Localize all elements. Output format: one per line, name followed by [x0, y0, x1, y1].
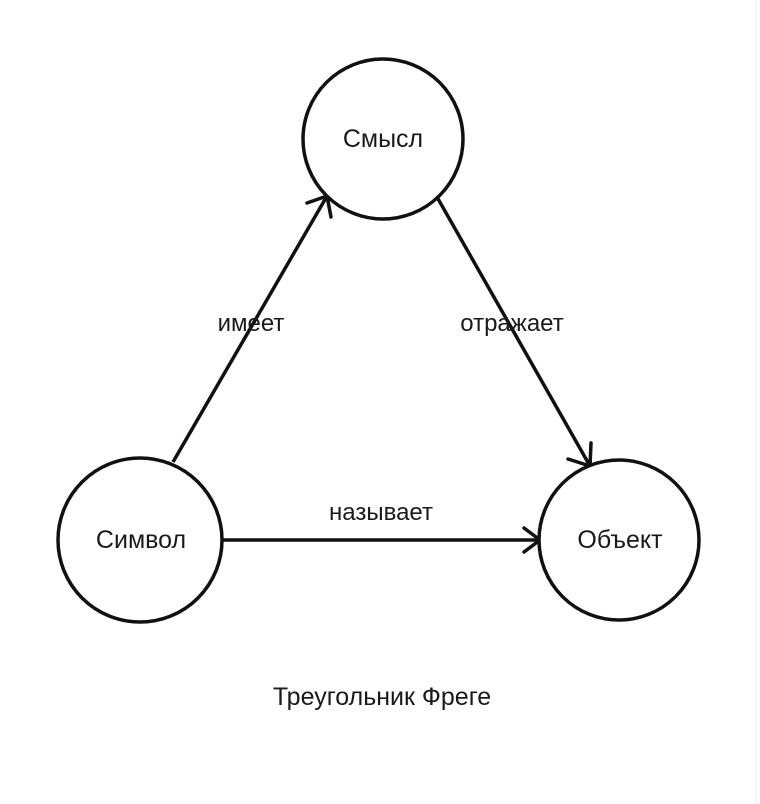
diagram-caption: Треугольник Фреге	[273, 683, 491, 711]
node-label-symbol: Символ	[96, 526, 186, 554]
edge-label-names: называет	[329, 499, 433, 526]
node-label-sense: Смысл	[343, 125, 423, 153]
edge-label-has: имеет	[218, 310, 285, 337]
node-label-object: Объект	[577, 526, 663, 554]
node-circle-symbol	[56, 456, 224, 624]
edge-line-reflects	[435, 196, 592, 467]
node-circle-sense	[301, 57, 465, 221]
edge-line-has	[171, 195, 329, 463]
node-circle-object	[537, 458, 701, 622]
edge-symbol-to-object	[222, 526, 542, 554]
node-sense: Смысл	[301, 57, 465, 221]
node-symbol: Символ	[56, 456, 224, 624]
node-object: Объект	[537, 458, 701, 622]
edge-label-reflects: отражает	[460, 310, 563, 337]
